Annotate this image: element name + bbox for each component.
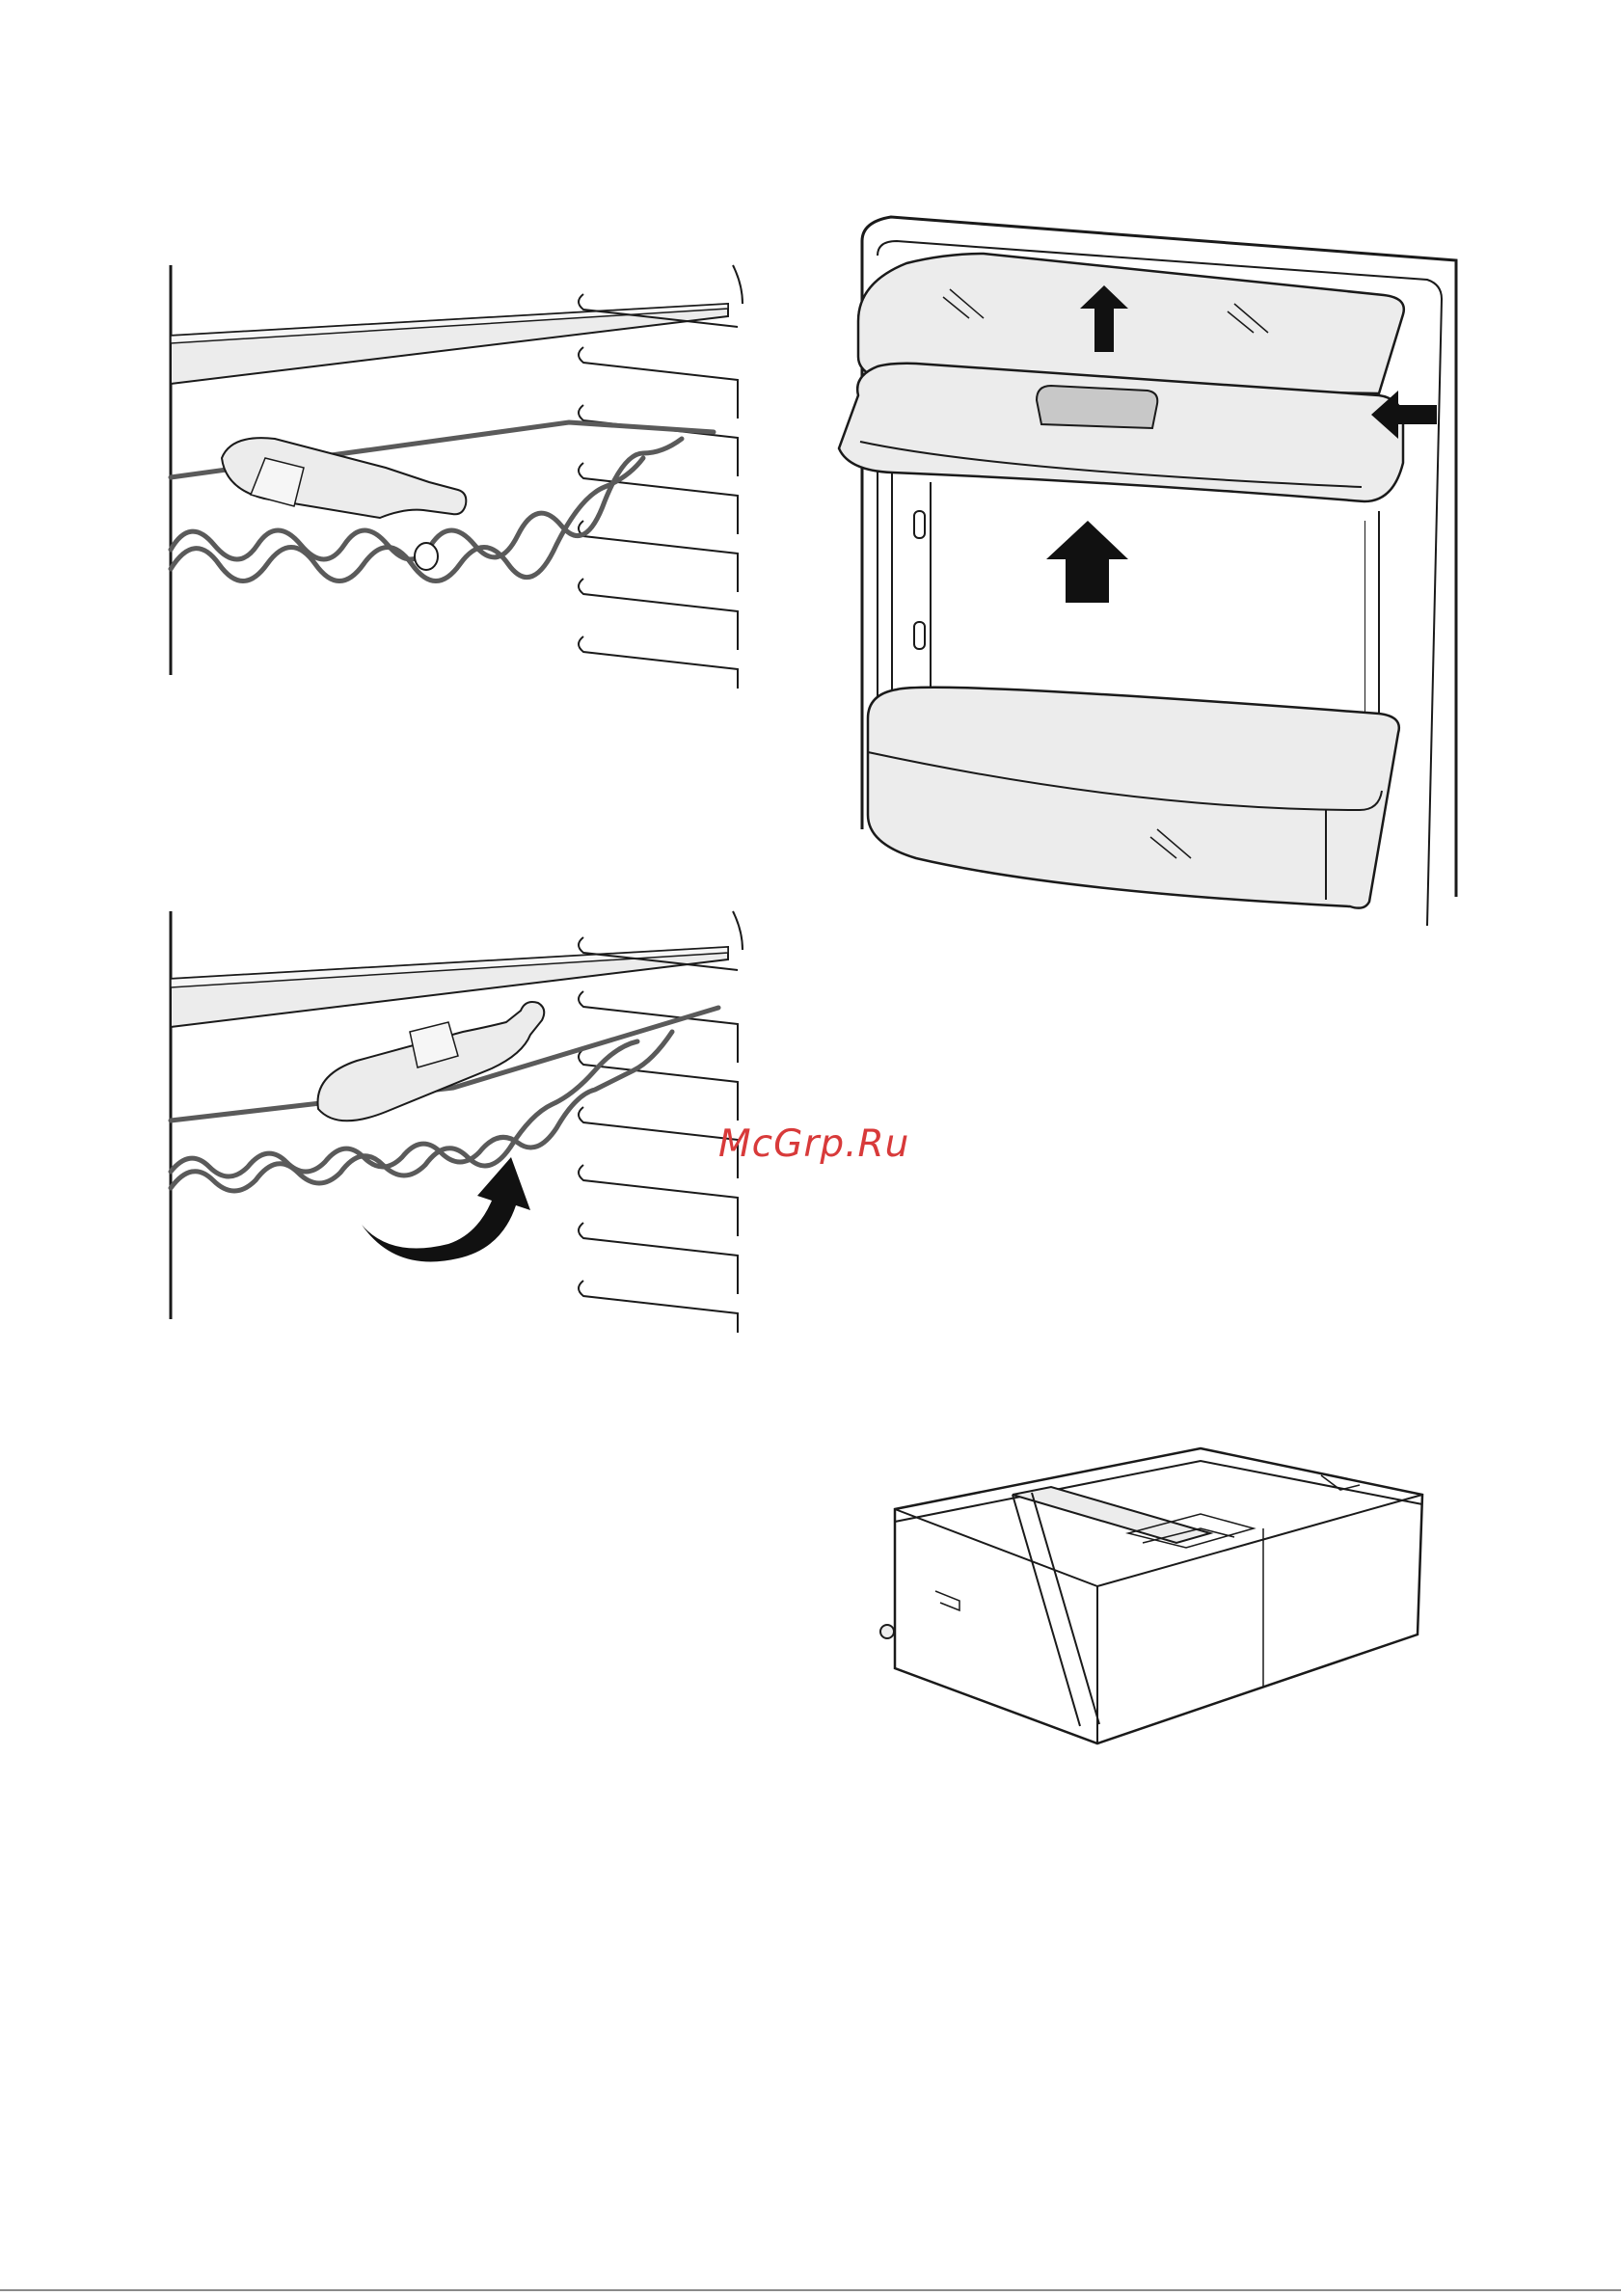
wine-rack-figure-top [164,260,743,685]
crisper-drawer-illustration [868,1437,1437,1765]
footer-rule [0,2289,1621,2291]
watermark-text: McGrp.Ru [718,1122,921,1171]
drawer-figure [868,1437,1437,1765]
wine-rack-figure-bottom [164,906,743,1331]
wine-rack-with-bottle-illustration [164,260,743,685]
door-shelf-removal-illustration [849,193,1466,935]
wine-rack-tilt-illustration [164,906,743,1331]
door-shelf-figure [849,193,1466,935]
